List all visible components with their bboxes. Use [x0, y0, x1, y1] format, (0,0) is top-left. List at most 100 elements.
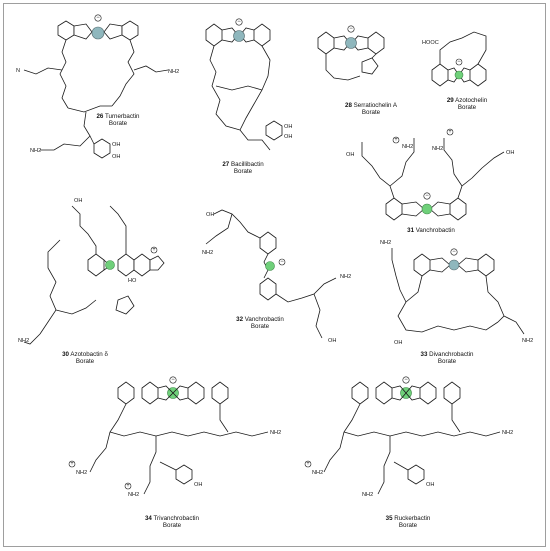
catechol-ring	[407, 464, 425, 485]
catechol-ring	[443, 381, 461, 405]
arginine-chain	[323, 403, 361, 473]
charge-sign: +	[126, 483, 130, 489]
charge-sign: −	[425, 193, 429, 199]
svg-text:Borate: Borate	[109, 120, 128, 127]
arginine-serine-chain-right	[457, 151, 505, 199]
catechol-ring	[367, 31, 385, 55]
structure-33: − NH2 NH2 OH	[380, 240, 533, 346]
amine-label: NH2	[128, 492, 139, 498]
catechol-ring	[413, 253, 431, 277]
positive-charge-icon	[446, 128, 454, 136]
catechol-ring	[351, 381, 369, 405]
charge-sign: +	[306, 461, 310, 467]
imidazolone-ring	[149, 255, 165, 271]
charge-sign: −	[171, 377, 175, 383]
catechol-ring	[175, 464, 193, 485]
arginine-serine-chain-left	[361, 142, 395, 199]
charge-sign: −	[280, 259, 284, 265]
catechol-ring	[205, 23, 223, 47]
structure-31: − NH2 NH2 OH OH + +	[346, 128, 514, 221]
peptide-chain-left	[59, 39, 69, 109]
guanidine-chain	[389, 138, 415, 187]
catechol-ring	[117, 381, 135, 405]
boron-atom	[421, 203, 433, 215]
peptide-backbone	[39, 239, 61, 335]
catechol-ring	[187, 381, 205, 405]
caption-32: 32 Vanchrobactin Borate	[236, 316, 284, 330]
hydroxyl-label: OH	[206, 212, 214, 218]
catechol-ring	[141, 381, 159, 405]
arginine-chain	[391, 248, 407, 303]
amine-label: NH2	[168, 69, 179, 75]
hydroxyl-label: OH	[112, 142, 120, 148]
lactone-ring	[115, 295, 135, 315]
caption-27: 27 Bacillibactin Borate	[222, 161, 264, 175]
catechol-ring	[211, 381, 229, 405]
boron-atom	[233, 30, 245, 42]
arginine-chain	[377, 436, 391, 495]
amine-label: N	[16, 68, 20, 74]
charge-sign: −	[349, 26, 353, 32]
svg-text:34 Trivanchrobactin: 34 Trivanchrobactin	[145, 515, 200, 522]
glycine-chain	[239, 129, 271, 151]
catechol-ring	[419, 381, 437, 405]
arginine-chain	[143, 436, 157, 495]
catechol-ring	[469, 63, 487, 87]
amine-label: NH2	[502, 430, 513, 436]
amine-label: NH2	[522, 338, 533, 344]
amide-chain	[219, 404, 229, 433]
boron-atom	[448, 259, 460, 271]
catechol-ring	[121, 20, 139, 41]
svg-text:Borate: Borate	[163, 522, 182, 529]
dioxaborole	[405, 385, 421, 401]
boron-atom	[345, 37, 357, 49]
catechol-ring	[57, 20, 75, 41]
amide-bond	[393, 461, 409, 471]
peptide-backbone	[397, 275, 499, 333]
positive-charge-icon	[68, 460, 76, 468]
charge-sign: +	[394, 137, 398, 143]
charge-sign: −	[404, 377, 408, 383]
lysine-side-chain	[23, 67, 63, 75]
svg-text:32 Vanchrobactin: 32 Vanchrobactin	[236, 316, 284, 323]
hydroxyl-label: OH	[346, 152, 354, 158]
negative-charge-icon	[423, 192, 431, 200]
arginine-chain	[275, 277, 337, 303]
hydroxyl-label: OH	[74, 198, 82, 204]
hydroxyl-label: OH	[426, 482, 434, 488]
hydroxyl-label: OH	[506, 150, 514, 156]
svg-text:Borate: Borate	[438, 358, 457, 365]
svg-text:26 Turnerbactin: 26 Turnerbactin	[96, 113, 140, 120]
caption-35: 35 Ruckerbactin Borate	[386, 515, 431, 529]
negative-charge-icon	[402, 376, 410, 384]
charge-sign: +	[448, 129, 452, 135]
caption-31: 31 Vanchrobactin	[407, 227, 455, 234]
amine-label: NH2	[30, 148, 41, 154]
caption-29: 29 Azotochelin Borate	[447, 97, 488, 111]
catechol-ring	[449, 197, 467, 221]
boron-atom	[265, 261, 275, 271]
structure-30: OH NH2 HO +	[18, 198, 165, 345]
caption-33: 33 Divanchrobactin Borate	[421, 351, 475, 365]
dioxaborole	[457, 257, 479, 273]
svg-text:33 Divanchrobactin: 33 Divanchrobactin	[421, 351, 475, 358]
catechol-ring	[375, 381, 393, 405]
structure-26: − N NH2 NH2 OH OH	[16, 14, 179, 160]
structure-35: − NH2 NH2 NH2 OH +	[304, 376, 513, 498]
svg-text:Borate: Borate	[399, 522, 418, 529]
dioxaborole	[429, 257, 451, 273]
catechol-ring	[259, 277, 277, 301]
quinoline-ring	[117, 253, 135, 277]
charge-sign: −	[96, 15, 100, 21]
oxazoline-ring	[361, 57, 379, 75]
structure-32: − NH2 NH2 OH OH	[202, 209, 351, 344]
negative-charge-icon	[450, 248, 458, 256]
negative-charge-icon	[455, 58, 463, 66]
bond	[371, 53, 377, 59]
trilactone-backbone	[109, 431, 269, 437]
charge-sign: −	[452, 249, 456, 255]
hydroxyl-label: OH	[112, 154, 120, 160]
svg-text:27 Bacillibactin: 27 Bacillibactin	[222, 161, 264, 168]
structure-34: − NH2 NH2 NH2 OH + +	[68, 376, 281, 498]
lysine-chain	[439, 31, 487, 65]
